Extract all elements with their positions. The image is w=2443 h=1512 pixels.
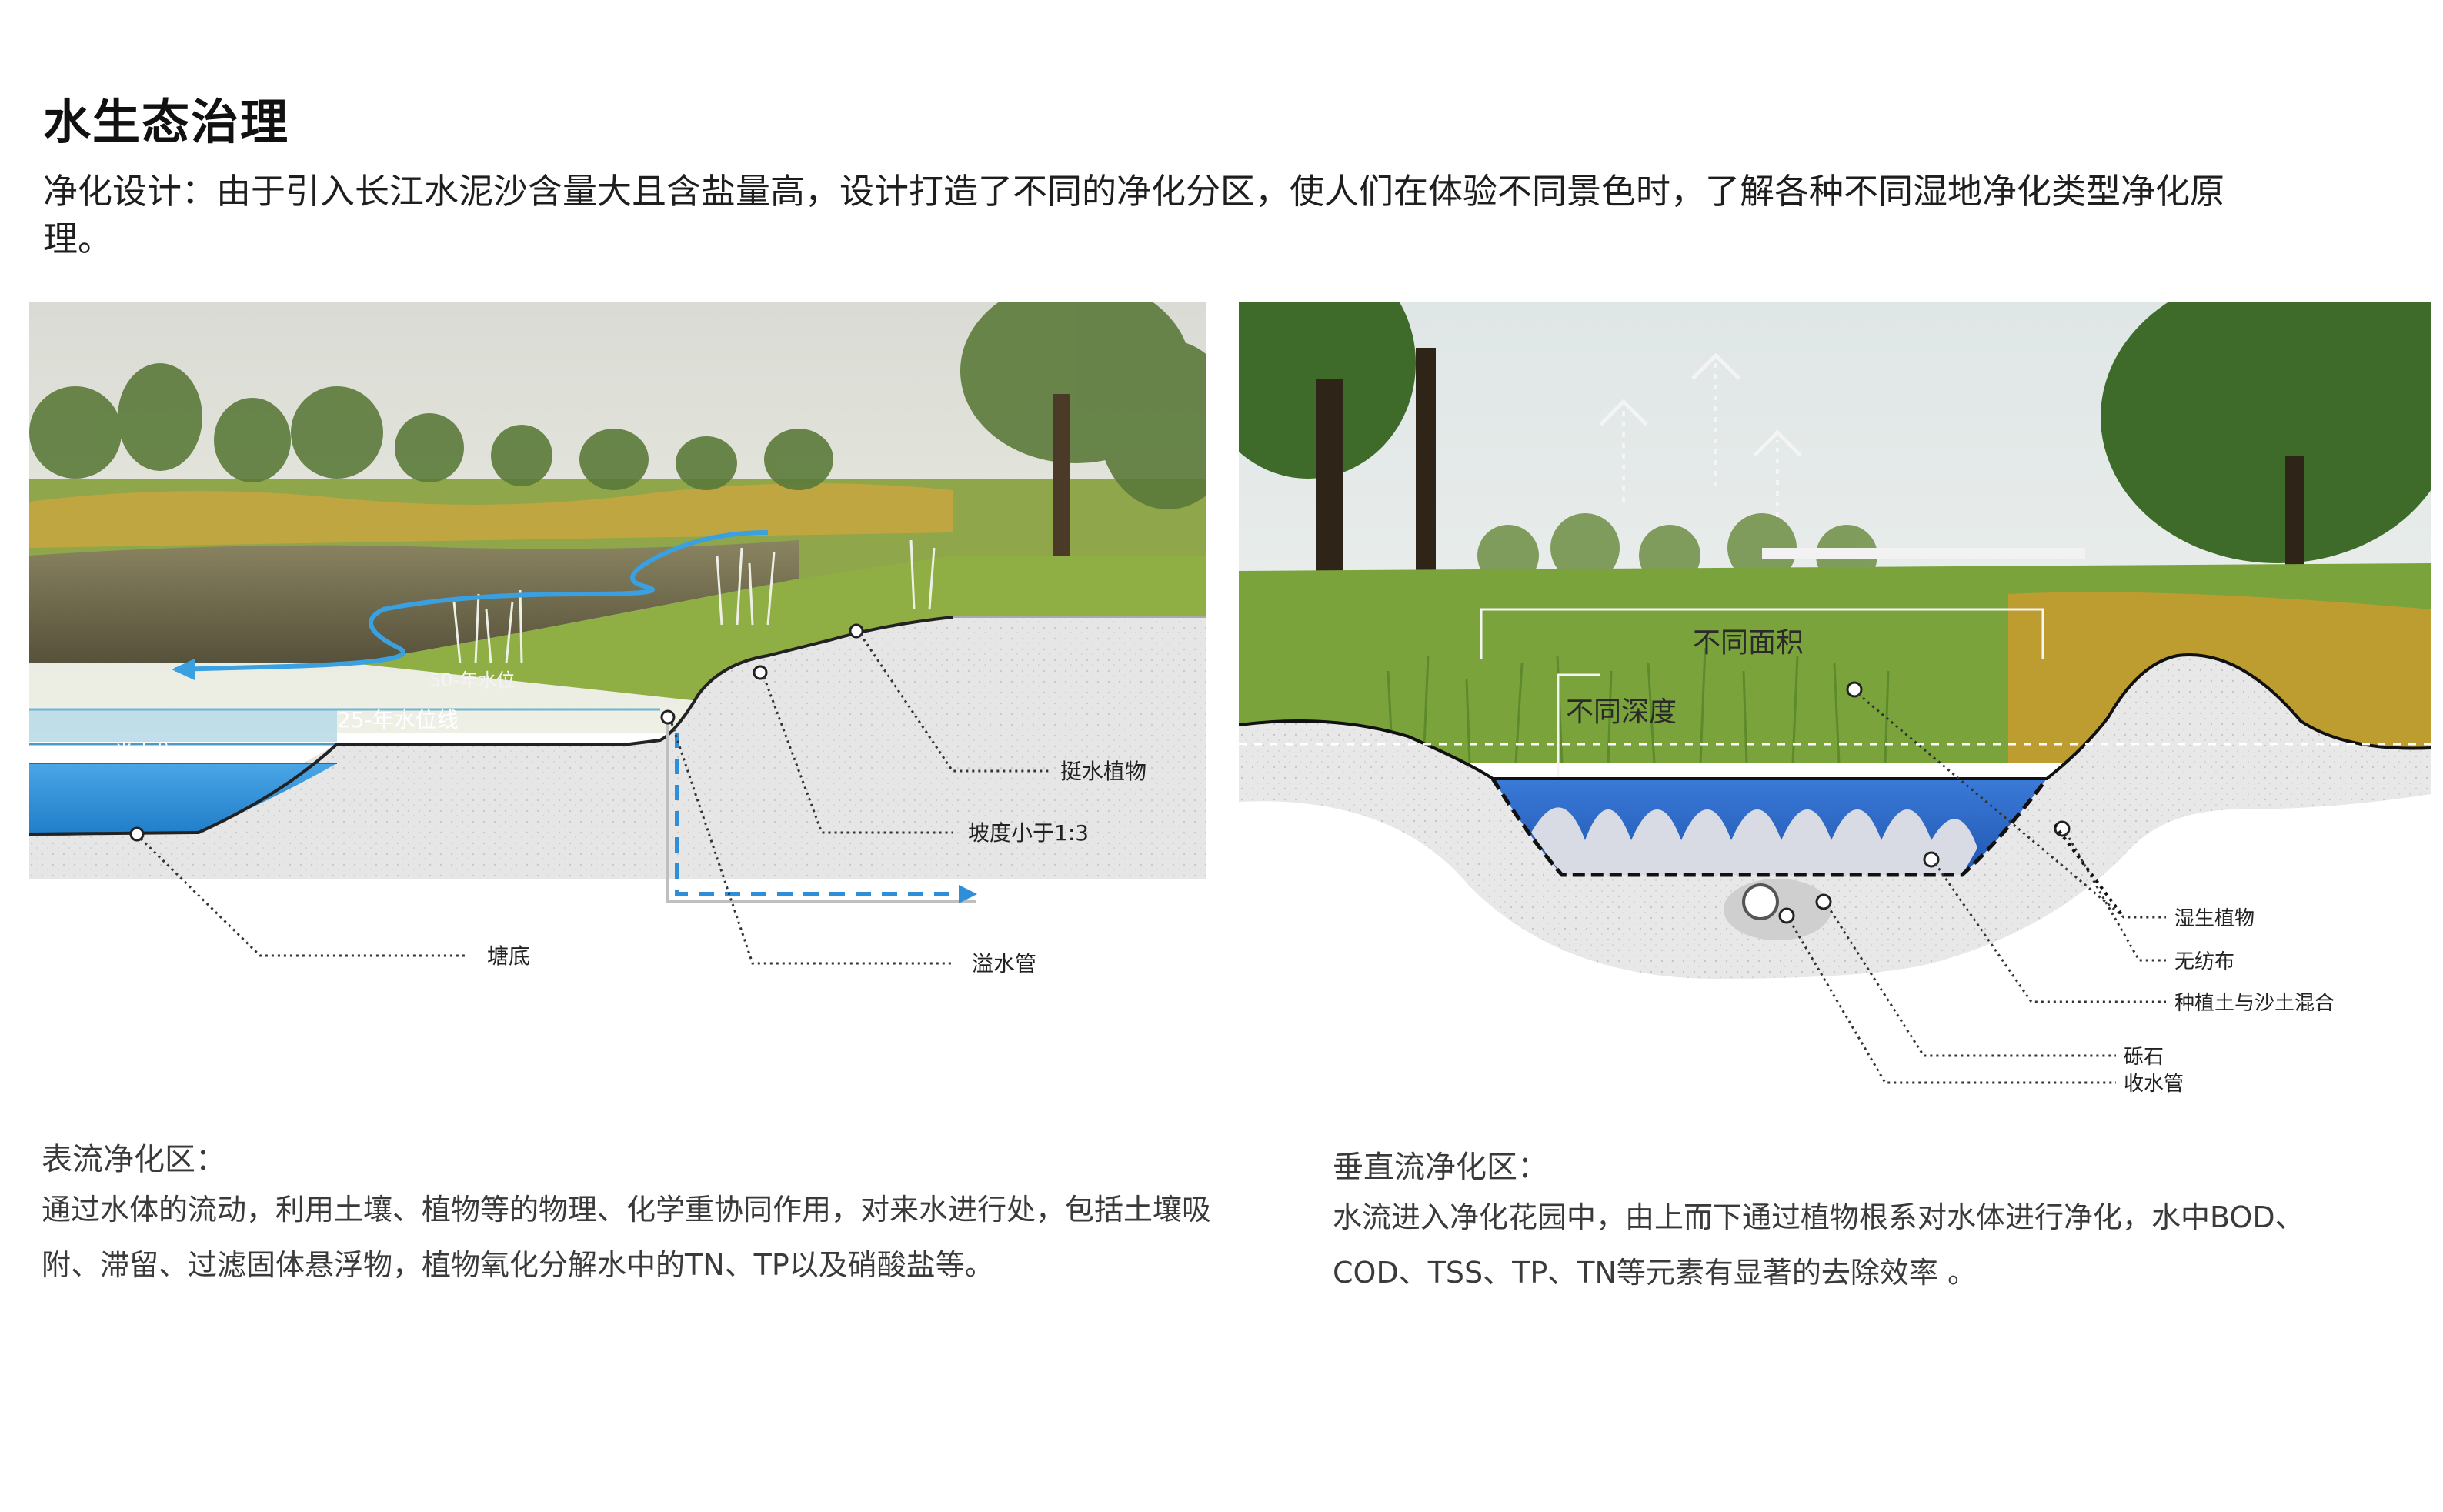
evaporation-arrowheads [1599, 352, 1802, 457]
callout-point-bottom [129, 826, 145, 842]
non-woven-liner [1490, 777, 2048, 877]
level-band-25yr [29, 709, 337, 742]
label-soil-sand-mix: 种植土与沙土混合 [2174, 992, 2335, 1015]
surface-flow-heading: 表流净化区： [42, 1142, 226, 1177]
intro-text: 净化设计：由于引入长江水泥沙含量大且含盐量高，设计打造了不同的净化分区，使人们在… [43, 171, 2225, 259]
vertical-flow-diagram: 不同面积 不同深度 湿生植物 无纺布 [1239, 302, 2431, 1119]
callout-leaders [139, 633, 1049, 965]
callout-point-soil-mix [1923, 851, 1940, 868]
river [29, 540, 799, 663]
label-overflow-pipe: 溢水管 [972, 951, 1036, 976]
label-pond-bottom: 塘底 [487, 943, 530, 969]
boardwalk [1762, 548, 2085, 559]
label-collection-pipe: 收水管 [2124, 1073, 2184, 1096]
ground-line [1239, 653, 2431, 780]
overflow-arrowhead [959, 885, 977, 903]
callout-point-pipe [660, 709, 676, 725]
label-gravel: 砾石 [2124, 1046, 2164, 1069]
page-title: 水生态治理 [43, 94, 290, 150]
overflow-flow-line [675, 733, 968, 896]
section-bottom-fade [1239, 794, 2431, 1119]
tree-canopies [1239, 302, 2431, 563]
label-normal-level: 常水位 [114, 743, 174, 766]
flow-path-line [175, 530, 769, 672]
label-different-area: 不同面积 [1693, 627, 1804, 659]
label-emergent-plants: 挺水植物 [1060, 759, 1146, 784]
label-50yr-level: 50-年水位 [429, 669, 515, 691]
pond-water [29, 763, 337, 836]
tree-line [29, 302, 1206, 509]
label-25yr-level: 25-年水位线 [337, 707, 459, 733]
callout-point-slope [753, 665, 768, 680]
collection-pipe-symbol [1742, 883, 1779, 920]
pipe-outline [666, 717, 976, 903]
flow-arrowhead [172, 659, 195, 680]
label-wetland-plants: 湿生植物 [2174, 907, 2254, 930]
yellow-flower-band [29, 483, 953, 548]
vertical-flow-heading: 垂直流净化区： [1333, 1150, 1548, 1185]
evaporation-arrows [1622, 363, 1779, 517]
area-bracket [1480, 608, 2044, 659]
filter-media [1531, 807, 1977, 875]
ground-line [29, 616, 953, 836]
surface-flow-diagram: 50-年水位 25-年水位线 常水位 挺水植物 坡度小于1:3 塘底 溢水管 [29, 302, 1206, 994]
callout-point-plants [849, 623, 864, 639]
section-bottom-fade [29, 879, 1206, 994]
callout-point-wetland-plants [1846, 681, 1863, 698]
tree-trunk [1053, 394, 1070, 579]
green-bank [352, 556, 1206, 702]
gravel-bed [1724, 879, 1831, 940]
grass-blades [1387, 647, 1890, 764]
label-different-depth: 不同深度 [1566, 696, 1677, 728]
label-slope: 坡度小于1:3 [968, 820, 1089, 846]
callout-leaders [1788, 693, 2166, 1084]
surface-flow-description: 通过水体的流动，利用土壤、植物等的物理、化学重协同作用，对来水进行处，包括土壤吸… [42, 1193, 1212, 1282]
callout-point-pipe [1778, 907, 1795, 924]
label-non-woven: 无纺布 [2174, 950, 2234, 973]
reeds [452, 539, 936, 664]
vertical-flow-description: 水流进入净化花园中，由上而下通过植物根系对水体进行净化，水中BOD、COD、TS… [1333, 1200, 2304, 1290]
callout-point-gravel [1815, 893, 1832, 910]
